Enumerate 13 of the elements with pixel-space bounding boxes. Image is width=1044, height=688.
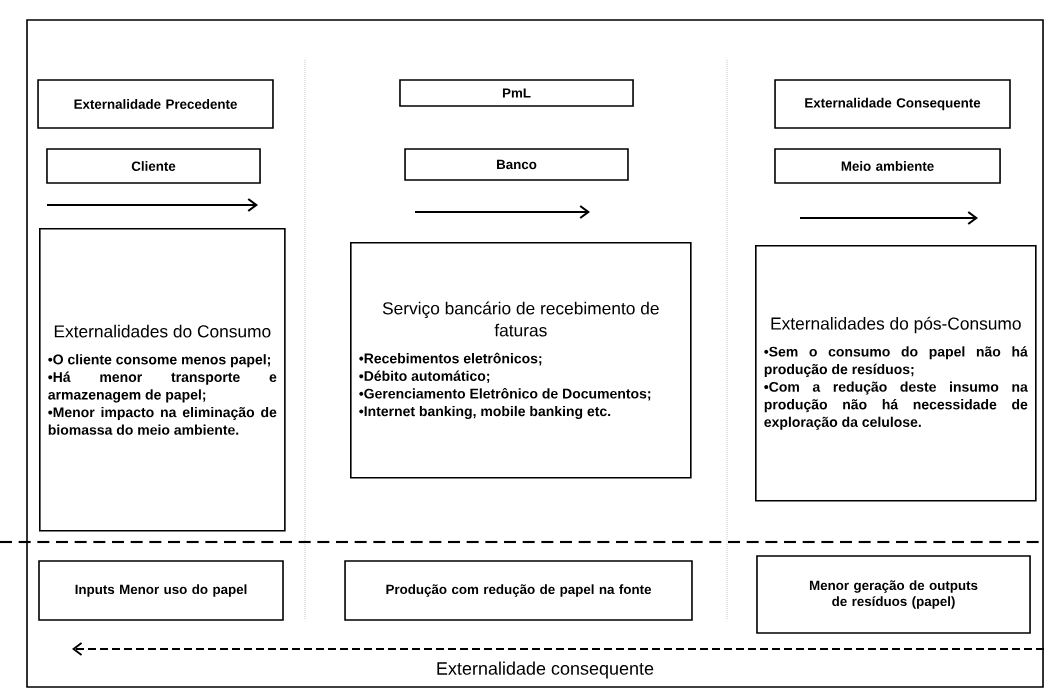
- arrow-caption: Externalidade consequente: [437, 661, 654, 679]
- text-box: Externalidade Consequente: [774, 79, 1011, 129]
- text-box: Cliente: [46, 148, 261, 184]
- text-box: PmL: [399, 79, 634, 107]
- text-box: Serviço bancário de recebimento de faturas •Recebimentos eletrônicos; •Débito automático; •Gerenciamento Eletrônico de Documentos; •Internet banking, mobile banking etc.: [350, 242, 692, 479]
- text-box: Inputs Menor uso do papel: [38, 560, 284, 621]
- text-box: Produção com redução de papel na fonte: [344, 560, 693, 621]
- text-box: Externalidade Precedente: [37, 79, 274, 129]
- text-box: Banco: [404, 148, 629, 181]
- text-box: Meio ambiente: [774, 148, 1001, 184]
- text-box: Externalidades do Consumo •O cliente consome menos papel; •Há menor transporte e armazenagem de papel; •Menor impacto na eliminação de biomassa do meio ambiente.: [39, 228, 286, 532]
- text-box: Menor geração de outputs de resíduos (papel): [756, 555, 1031, 634]
- text-box: Externalidades do pós-Consumo •Sem o consumo do papel não há produção de resíduos; •Com a redução deste insumo na produção não há necessidade de exploração da celulose.: [755, 245, 1037, 502]
